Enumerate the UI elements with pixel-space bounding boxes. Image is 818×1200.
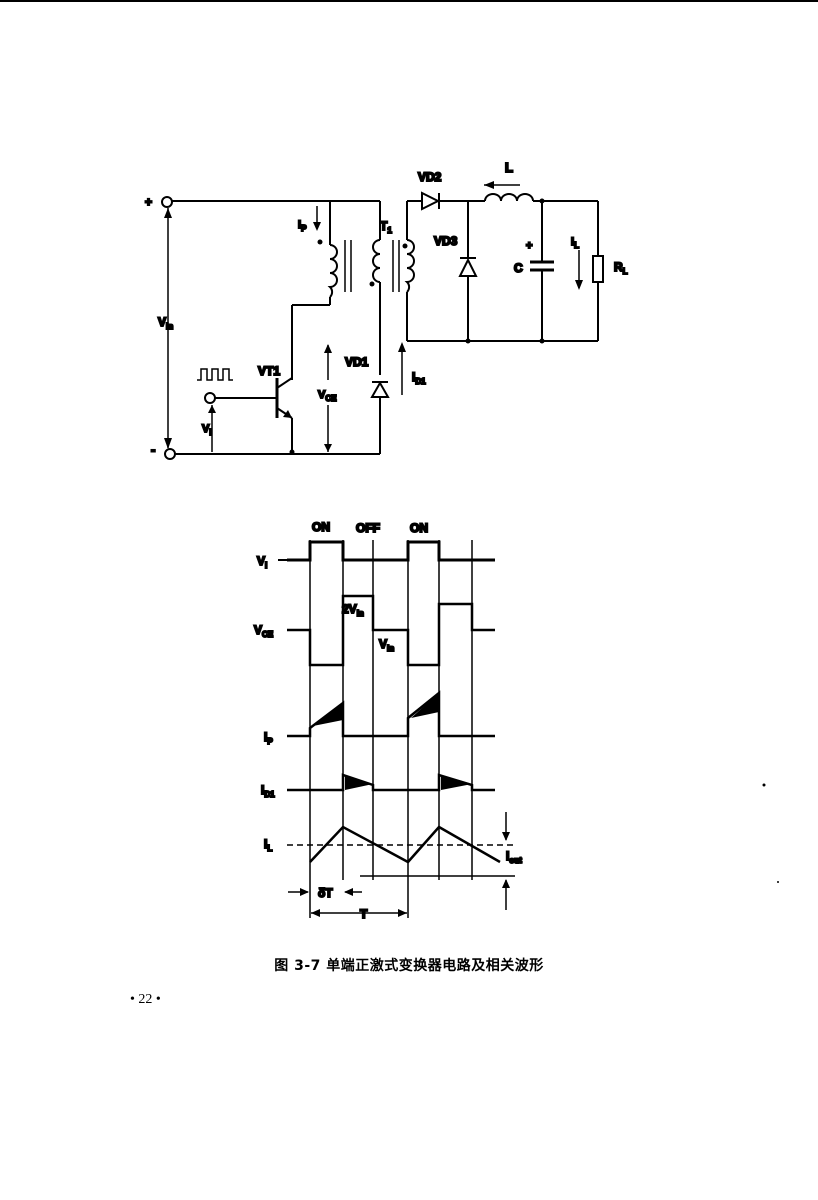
ip-waveform (287, 690, 495, 738)
label-vd1: VD1 (345, 355, 369, 369)
label-vi: Vi (202, 423, 212, 437)
input-minus-terminal (164, 448, 176, 460)
label-t1: T1 (380, 219, 392, 235)
label-ip: IP (298, 219, 307, 233)
label-vt1: VT1 (258, 364, 280, 378)
label-cap-plus: + (526, 240, 532, 252)
secondary-dot (402, 243, 408, 249)
label-capacitor: C (514, 261, 523, 275)
il-waveform (309, 825, 501, 864)
label-id1: ID1 (412, 370, 426, 386)
page-number: • 22 • (130, 992, 161, 1007)
label-period-t: T (360, 907, 368, 921)
wave-label-il: IL (264, 837, 272, 853)
vce-waveform (287, 594, 495, 667)
reset-winding-dot (369, 281, 375, 287)
wave-label-vin: Vin (379, 637, 394, 653)
label-vin: Vin (158, 315, 173, 331)
scan-speck (777, 881, 779, 883)
label-off: OFF (356, 521, 380, 535)
label-minus: - (151, 442, 155, 457)
wave-label-ip: IP (264, 730, 273, 746)
primary-dot (317, 239, 323, 245)
label-delta-t: δT (318, 886, 333, 900)
switching-waveforms: ON OFF ON Vi VCE 2Vin Vin IP ID1 IL Iout… (253, 519, 523, 922)
label-vce: VCE (318, 389, 337, 403)
scan-speck (762, 783, 766, 787)
input-plus-terminal (161, 196, 173, 208)
forward-converter-circuit: + - Vin IP T1 VD2 L VD3 + C IL RL VT1 VD… (144, 159, 629, 460)
id1-waveform (287, 773, 495, 792)
label-vd2: VD2 (418, 170, 442, 184)
vi-waveform (287, 540, 495, 562)
label-on-1: ON (312, 520, 330, 534)
wave-label-vi: Vi (257, 554, 267, 570)
page-top-rule (0, 0, 818, 2)
wave-label-2vin: 2Vin (342, 602, 364, 618)
figure-caption: 图 3-7 单端正激式变换器电路及相关波形 (274, 958, 544, 974)
label-plus: + (145, 195, 152, 209)
label-on-2: ON (410, 521, 428, 535)
wave-label-vce: VCE (254, 623, 274, 639)
label-rl: RL (614, 260, 628, 276)
label-vd3: VD3 (434, 234, 458, 248)
wave-label-id1: ID1 (261, 783, 275, 799)
label-il: IL (571, 236, 579, 250)
wave-label-iout: Iout (506, 849, 522, 865)
label-inductor: L (505, 160, 513, 175)
